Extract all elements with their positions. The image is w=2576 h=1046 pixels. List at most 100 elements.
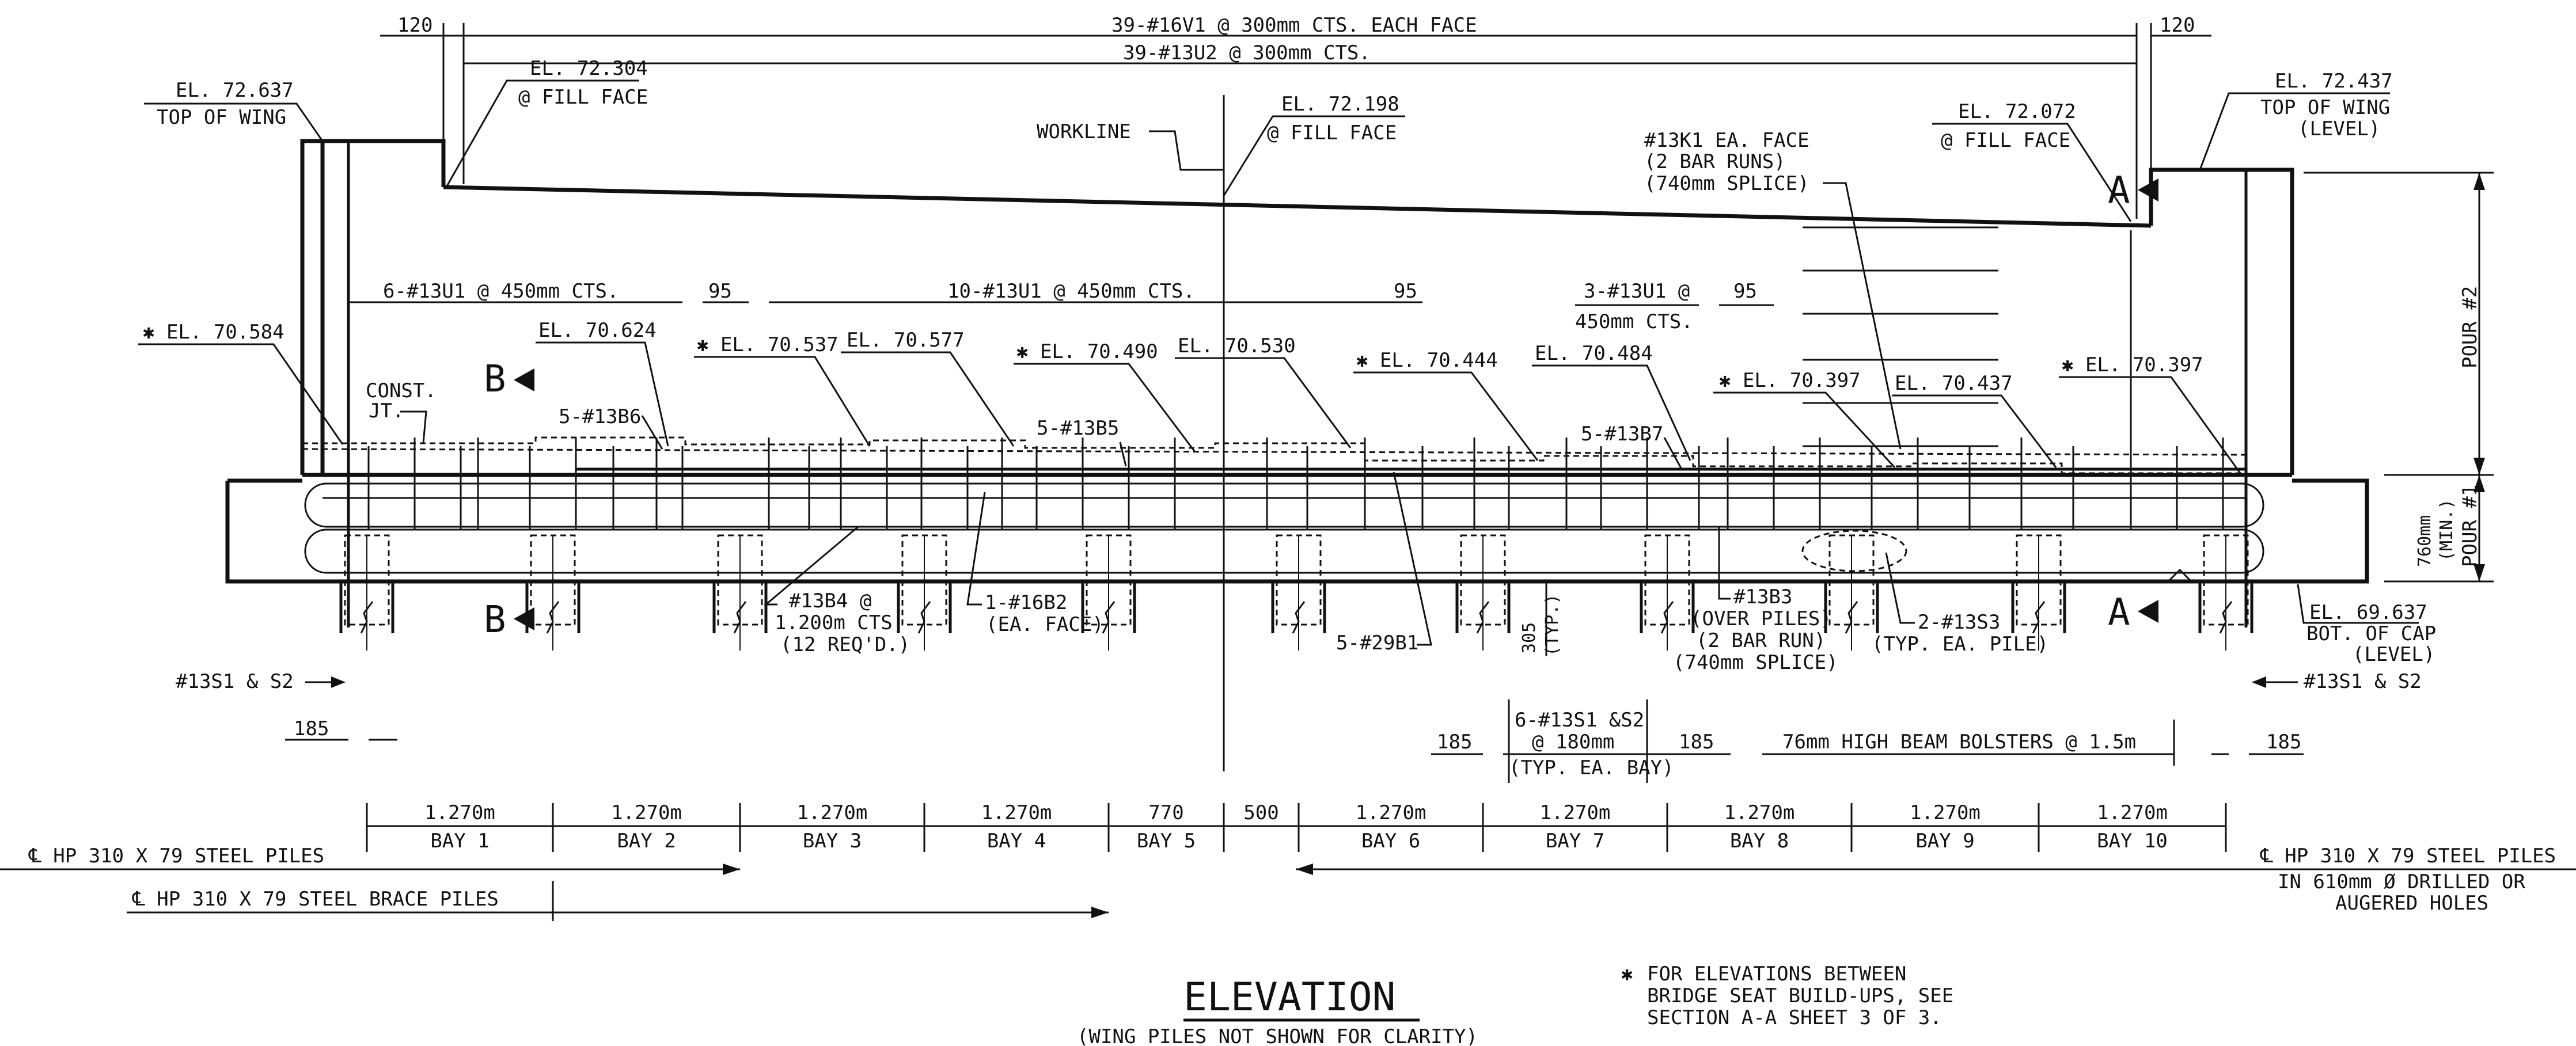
bay-name: BAY 9 (1915, 830, 1974, 853)
const-jt-label-2: JT. (369, 400, 404, 423)
bay-dimension: 1.270m (1540, 801, 1611, 824)
dim-305-label: 305 (1519, 622, 1539, 653)
s1s2-bay-label-2: @ 180mm (1532, 731, 1614, 754)
dim-185-mid: 185 (1437, 731, 1472, 754)
left-wing-wall (300, 139, 325, 475)
b4-label-2: 1.200m CTS. (775, 611, 904, 634)
pour-2-label: POUR #2 (2459, 286, 2482, 368)
s1s2-bay-label-1: 6-#13S1 &S2 (1515, 709, 1644, 732)
piles-right-note-1: IN 610mm Ø DRILLED OR (2278, 870, 2525, 893)
seat-elevation-leader (536, 341, 669, 447)
bot-cap-level: (LEVEL) (2353, 643, 2435, 666)
right-end-block (2292, 478, 2369, 584)
b1-label: 5-#29B1 (1336, 632, 1418, 655)
stirrup-loop-upper (304, 482, 2264, 528)
dim-185-mid-2: 185 (1679, 731, 1714, 754)
bot-cap-label: BOT. OF CAP (2306, 622, 2436, 645)
pile-labels: ℄ HP 310 X 79 STEEL PILES ℄ HP 310 X 79 … (0, 845, 2576, 921)
bay-dimension: 1.270m (1910, 801, 1981, 824)
bay-name: BAY 3 (803, 830, 862, 853)
k1-lap-bars (1803, 226, 1998, 447)
u1-left-label: 6-#13U1 @ 450mm CTS. (383, 280, 619, 303)
bay-dimension: 1.270m (1356, 801, 1427, 824)
bay-dimension: 500 (1243, 801, 1278, 824)
pile-break (1292, 601, 1306, 634)
seat-elevation-leader (138, 343, 344, 445)
b7-label: 5-#13B7 (1581, 423, 1663, 446)
dim-185-left: 185 (294, 717, 329, 740)
top-wing-right-el: EL. 72.437 (2275, 70, 2393, 93)
s3-label-2: (TYP. EA. PILE) (1872, 633, 2048, 656)
u1-spacing-dims: 6-#13U1 @ 450mm CTS. 95 10-#13U1 @ 450mm… (348, 280, 1774, 333)
b3-label-2: (OVER PILES) (1690, 607, 1832, 630)
brace-piles-label: ℄ HP 310 X 79 STEEL BRACE PILES (132, 888, 499, 911)
s1s2-right-label: #13S1 & S2 (2304, 670, 2422, 693)
bridge-seat-buildup (302, 436, 2246, 474)
bay-name: BAY 6 (1361, 830, 1420, 853)
b3-label-3: (2 BAR RUN) (1696, 629, 1826, 652)
left-end-block (225, 481, 302, 584)
bay-name: BAY 5 (1137, 830, 1196, 853)
pile-break (546, 601, 560, 634)
bay-name: BAY 7 (1546, 830, 1604, 853)
fill-face-left-el: EL. 72.304 (530, 57, 648, 80)
dim-left-120: 120 (397, 14, 433, 37)
dim-right-120: 120 (2160, 14, 2195, 37)
left-wing-top (323, 139, 446, 187)
right-wing-wall (2246, 168, 2294, 475)
top-wing-right-label: TOP OF WING (2260, 96, 2390, 119)
pile-break (917, 601, 931, 634)
fill-face-left-label: @ FILL FACE (518, 86, 648, 109)
piles (339, 534, 2253, 651)
seat-elevation-leader (694, 356, 871, 447)
fill-face-right-label: @ FILL FACE (1941, 129, 2070, 152)
bay-name: BAY 8 (1730, 830, 1789, 853)
bay-dimension: 1.270m (797, 801, 868, 824)
top-dimensions: 120 120 39-#16V1 @ 300mm CTS. EACH FACE … (380, 14, 2211, 219)
right-wing-top (2149, 168, 2246, 226)
bay-name: BAY 1 (430, 830, 489, 853)
top-wing-left-label: TOP OF WING (157, 106, 286, 129)
build-up-base (302, 448, 2247, 456)
b3-label-1: #13B3 (1733, 585, 1792, 608)
dim-95-right: 95 (1733, 280, 1757, 303)
seat-elevation-label: EL. 70.484 (1535, 342, 1653, 365)
fill-face-mid-el: EL. 72.198 (1281, 93, 1399, 116)
rebar-callouts: CONST. JT. 5-#13B6 5-#13B5 5-#13B7 #13B4… (176, 379, 2436, 783)
pile-break (1660, 601, 1674, 634)
seat-elevation-leader (1892, 394, 2057, 468)
pile-break (1102, 601, 1116, 634)
bot-cap-el: EL. 69.637 (2309, 601, 2427, 624)
seat-elevation-label: ✱ EL. 70.490 (1016, 340, 1158, 363)
bay-dimension: 770 (1148, 801, 1183, 824)
b4-label-3: (12 REQ'D.) (780, 633, 910, 656)
workline-label: WORKLINE (1037, 120, 1131, 143)
footnote-line-1: FOR ELEVATIONS BETWEEN (1647, 963, 1906, 986)
footnote-line-3: SECTION A-A SHEET 3 OF 3. (1647, 1006, 1942, 1029)
section-marks: A A B B (484, 169, 2158, 641)
b4-label-1: #13B4 @ (789, 589, 871, 613)
backwall-top (443, 185, 2152, 228)
bay-name: BAY 10 (2097, 830, 2168, 853)
dim-185-right: 185 (2266, 731, 2301, 754)
min-760-note: (MIN.) (2437, 499, 2457, 561)
upper-callouts: EL. 72.637 TOP OF WING EL. 72.304 @ FILL… (144, 57, 2393, 450)
bay-dimension: 1.270m (424, 801, 495, 824)
b2-label-2: (EA. FACE) (986, 613, 1104, 636)
bay-name: BAY 4 (987, 830, 1046, 853)
k1-label-2: (2 BAR RUNS) (1644, 150, 1786, 173)
b3-label-4: (740mm SPLICE) (1673, 651, 1838, 674)
seat-elevation-leader (1532, 364, 1691, 461)
footnote-star: ✱ (1621, 963, 1633, 986)
bolsters-label: 76mm HIGH BEAM BOLSTERS @ 1.5m (1782, 731, 2136, 754)
top-wing-left-el: EL. 72.637 (176, 79, 294, 102)
footnote-line-2: BRIDGE SEAT BUILD-UPS, SEE (1647, 984, 1953, 1007)
structure (225, 95, 2369, 771)
b3-splice-ellipse (1801, 530, 1907, 572)
s1s2-bay-label-3: (TYP. EA. BAY) (1509, 756, 1674, 779)
seat-elevation-leader (1175, 357, 1352, 448)
title-block: ELEVATION (WING PILES NOT SHOWN FOR CLAR… (1077, 963, 1953, 1046)
bay-dimension: 1.270m (981, 801, 1052, 824)
seat-elevation-leader (1014, 363, 1196, 452)
